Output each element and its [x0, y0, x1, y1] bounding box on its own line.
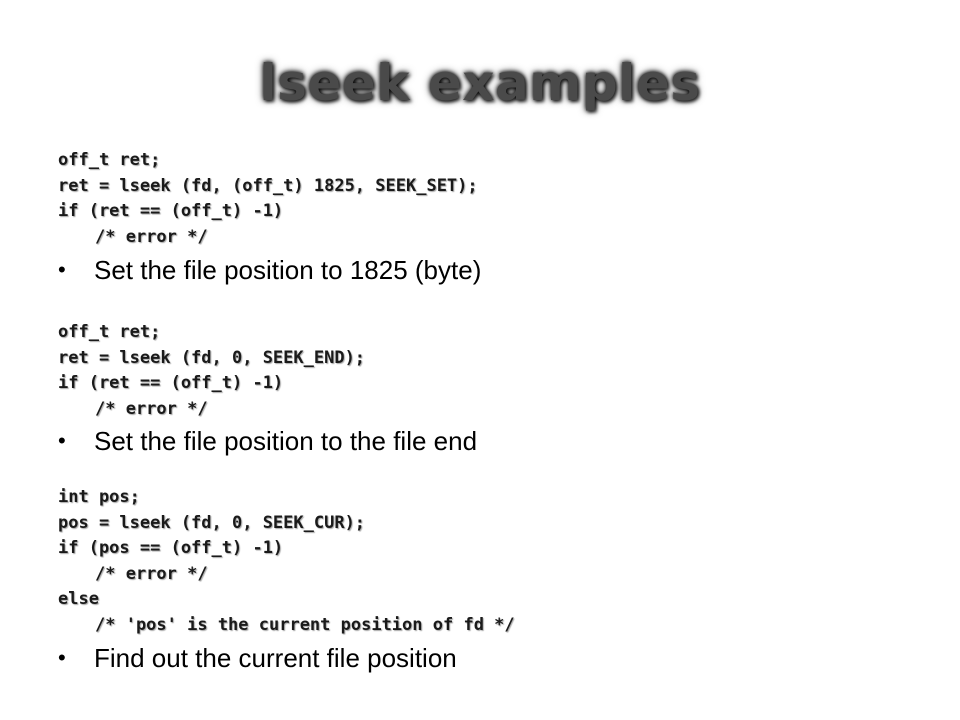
- code-line: if (ret == (off_t) -1): [58, 373, 284, 393]
- code-line: /* error */: [95, 563, 208, 584]
- bullet-item-1: • Set the file position to 1825 (byte): [58, 255, 481, 285]
- bullet-icon: •: [58, 428, 66, 453]
- bullet-icon: •: [58, 257, 66, 282]
- code-line: /* error */: [95, 226, 208, 247]
- code-block-2: off_t ret; ret = lseek (fd, 0, SEEK_END);…: [58, 320, 365, 422]
- code-line: off_t ret;: [58, 150, 161, 170]
- code-block-1: off_t ret; ret = lseek (fd, (off_t) 1825,…: [58, 148, 478, 250]
- code-line: ret = lseek (fd, (off_t) 1825, SEEK_SET)…: [58, 175, 478, 196]
- code-line: int pos;: [58, 487, 140, 507]
- code-line: else: [58, 589, 99, 609]
- code-line: if (ret == (off_t) -1): [58, 201, 284, 221]
- bullet-text: Set the file position to the file end: [94, 426, 478, 456]
- code-line: if (pos == (off_t) -1): [58, 538, 284, 558]
- code-line: /* error */: [95, 398, 208, 419]
- code-line: /* 'pos' is the current position of fd *…: [95, 614, 515, 635]
- bullet-item-3: • Find out the current file position: [58, 643, 457, 673]
- bullet-text: Find out the current file position: [94, 643, 457, 673]
- bullet-item-2: • Set the file position to the file end: [58, 426, 477, 456]
- bullet-text: Set the file position to 1825 (byte): [94, 255, 482, 285]
- code-block-3: int pos; pos = lseek (fd, 0, SEEK_CUR);if…: [58, 485, 515, 638]
- bullet-icon: •: [58, 645, 66, 670]
- code-line: pos = lseek (fd, 0, SEEK_CUR);: [58, 512, 366, 533]
- code-line: off_t ret;: [58, 322, 161, 342]
- code-line: ret = lseek (fd, 0, SEEK_END);: [58, 347, 366, 368]
- slide-title: lseek examples: [259, 54, 701, 112]
